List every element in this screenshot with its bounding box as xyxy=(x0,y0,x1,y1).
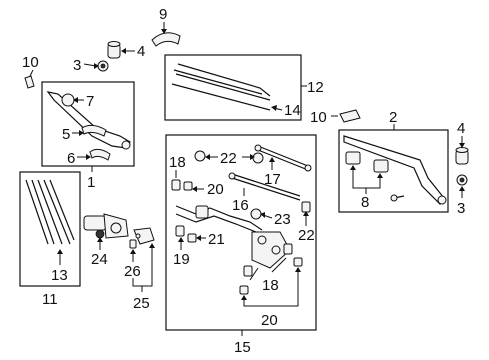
bushing-part-20-top xyxy=(183,181,193,191)
leader-18-bottom xyxy=(249,257,287,281)
wiper-motor-part-24 xyxy=(83,213,129,239)
nut-part-23 xyxy=(250,208,262,220)
cover-part-8 xyxy=(345,151,389,173)
callout-5: 5 xyxy=(62,126,70,143)
callout-11: 11 xyxy=(42,291,58,308)
grommet-part-19 xyxy=(175,225,185,237)
callout-21: 21 xyxy=(208,231,225,248)
wiper-arm-part-1 xyxy=(46,91,131,150)
callout-26: 26 xyxy=(124,263,141,280)
callout-20-top: 20 xyxy=(207,181,224,198)
grommet-part-18-bottom xyxy=(243,243,293,277)
callout-12: 12 xyxy=(307,79,324,96)
callout-4-top: 4 xyxy=(137,43,145,60)
callout-6: 6 xyxy=(67,150,75,167)
clip-part-10-left xyxy=(24,75,35,89)
leader-20-bottom xyxy=(243,270,299,307)
callout-9: 9 xyxy=(159,6,167,23)
callout-18-top: 18 xyxy=(169,154,186,171)
wiper-blade-part-11 xyxy=(25,179,75,245)
linkage-assembly-part-15 xyxy=(175,205,291,269)
wiper-arm-part-2 xyxy=(343,135,447,205)
leader-25 xyxy=(132,246,153,292)
callout-14: 14 xyxy=(284,102,301,119)
wiper-blade-part-12 xyxy=(171,63,271,111)
callout-1: 1 xyxy=(87,174,95,191)
leader-10-left xyxy=(29,69,34,77)
nut-part-3-top xyxy=(97,60,109,72)
callout-3-top: 3 xyxy=(73,57,81,74)
cover-part-5 xyxy=(81,124,107,137)
cap-part-4-top xyxy=(107,41,121,59)
callout-10-left: 10 xyxy=(22,54,39,71)
callout-25: 25 xyxy=(133,295,150,312)
callout-18-bottom: 18 xyxy=(262,277,279,294)
bracket-part-25 xyxy=(133,227,155,245)
callout-20-bottom: 20 xyxy=(261,312,278,329)
callout-7: 7 xyxy=(86,93,94,110)
callout-16: 16 xyxy=(232,197,249,214)
callout-22-top: 22 xyxy=(220,150,237,167)
cover-part-6 xyxy=(89,148,111,161)
bushing-part-22 xyxy=(194,150,264,164)
callout-2: 2 xyxy=(389,109,397,126)
callout-15: 15 xyxy=(234,339,251,356)
clip-part-10-right xyxy=(339,109,361,123)
bolt-part-26 xyxy=(129,239,137,249)
callout-8: 8 xyxy=(361,194,369,211)
callout-24: 24 xyxy=(91,251,108,268)
grommet-part-18-top xyxy=(171,179,181,191)
bushing-part-22-right xyxy=(301,201,311,213)
cap-part-9 xyxy=(151,32,181,47)
callout-17: 17 xyxy=(264,171,281,188)
callout-19: 19 xyxy=(173,251,190,268)
leader-8 xyxy=(352,168,381,194)
group-box-12 xyxy=(164,54,302,121)
nut-part-3-right xyxy=(456,174,468,186)
group-box-1 xyxy=(41,81,135,167)
callout-3-right: 3 xyxy=(457,200,465,217)
group-box-11 xyxy=(19,171,81,287)
callout-4-right: 4 xyxy=(457,120,465,137)
group-box-15 xyxy=(165,134,317,331)
callout-10-right: 10 xyxy=(310,109,327,126)
cap-part-7 xyxy=(61,93,75,107)
bushing-part-21 xyxy=(187,233,197,243)
bushing-part-20-bottom xyxy=(239,257,303,295)
bolt-part-2-small xyxy=(390,194,405,202)
linkage-rod-part-16 xyxy=(228,172,301,201)
linkage-rod-part-17 xyxy=(254,144,312,172)
callout-22-right: 22 xyxy=(298,227,315,244)
callout-13: 13 xyxy=(51,267,68,284)
cap-part-4-right xyxy=(455,147,469,165)
callout-23: 23 xyxy=(274,211,291,228)
